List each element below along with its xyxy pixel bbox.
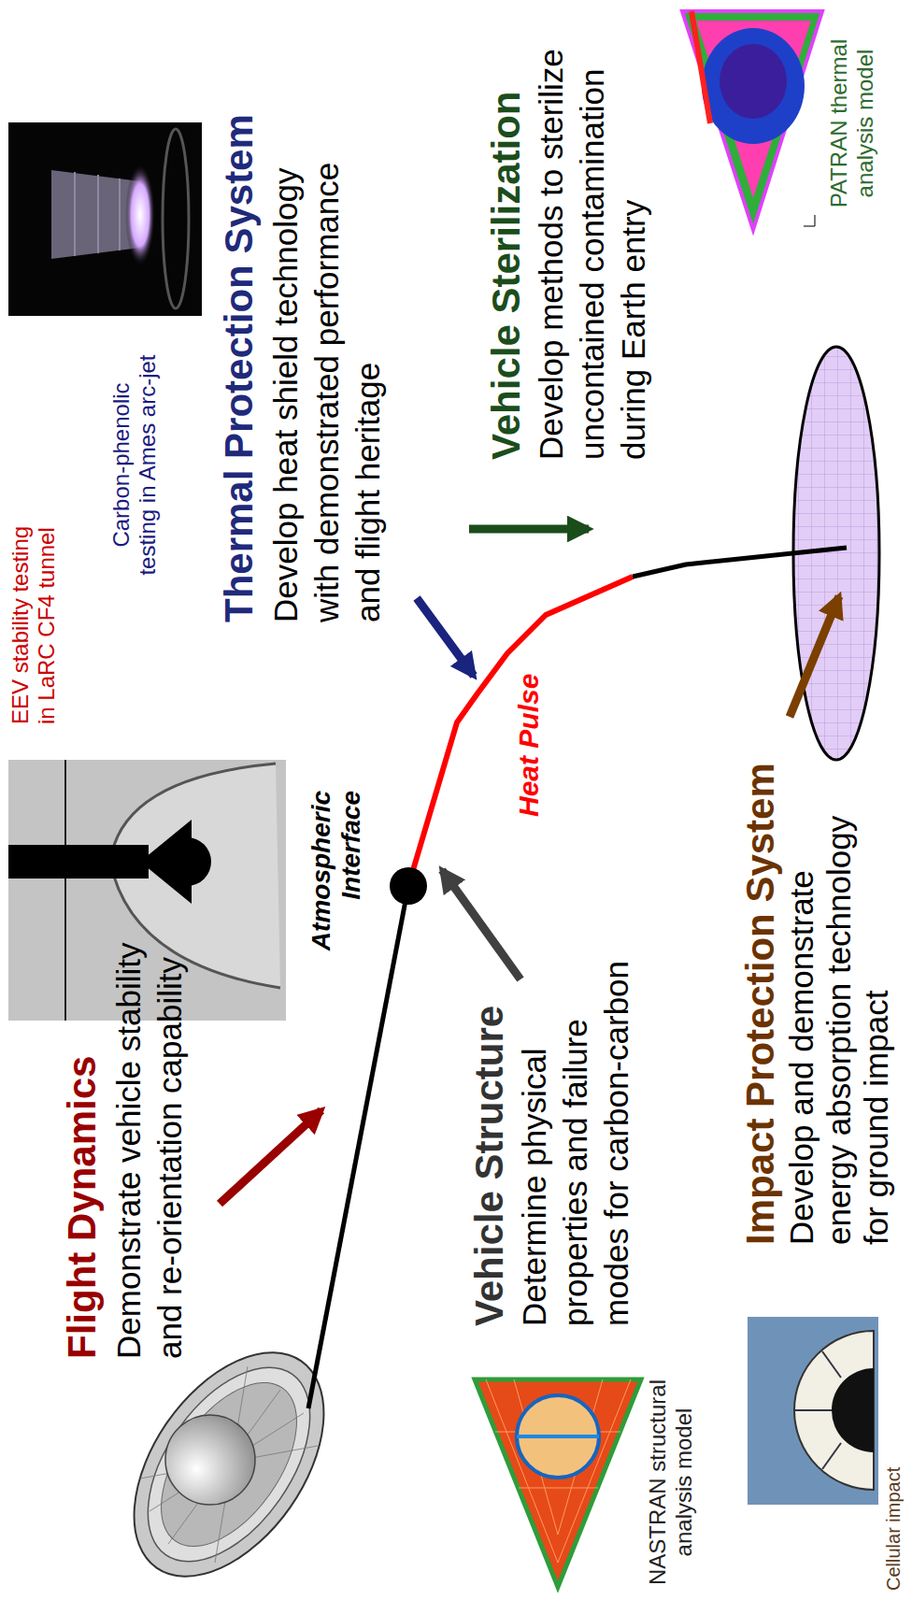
trajectory-label: Atmospheric Interface [306, 790, 367, 978]
arcjet-photo [8, 122, 202, 316]
section-heading: Vehicle Structure [467, 1005, 513, 1326]
nastran-model [474, 1379, 642, 1587]
section-heading: Impact Protection System [738, 762, 784, 1245]
patran-model [682, 11, 823, 230]
photo-caption: Cellular impact [882, 1467, 905, 1591]
photo-caption: Carbon-phenolic testing in Ames arc-jet [108, 350, 161, 580]
trajectory-label: Heat Pulse [512, 673, 545, 817]
photo-caption: EEV stability testing in LaRC CF4 tunnel [7, 513, 60, 725]
schlieren-photo [8, 759, 286, 1021]
entry-vehicle [95, 1318, 363, 1600]
body-text: Determine physical properties and failur… [513, 933, 638, 1326]
body-text: Develop methods to sterilize uncontained… [530, 20, 655, 460]
section-heading: Thermal Protection System [216, 114, 262, 623]
section-heading: Flight Dynamics [59, 1055, 105, 1359]
section-heading: Vehicle Sterilization [484, 91, 529, 460]
body-text: Develop and demonstrate energy absorptio… [783, 796, 896, 1245]
photo-caption: PATRAN thermal analysis model [826, 29, 879, 217]
trajectory [308, 547, 847, 1409]
impact-photo [747, 1316, 879, 1505]
photo-caption: NASTRAN structural analysis model [644, 1369, 698, 1595]
body-text: Develop heat shield technology with demo… [265, 136, 389, 623]
body-text: Demonstrate vehicle stability and re-ori… [108, 910, 191, 1359]
